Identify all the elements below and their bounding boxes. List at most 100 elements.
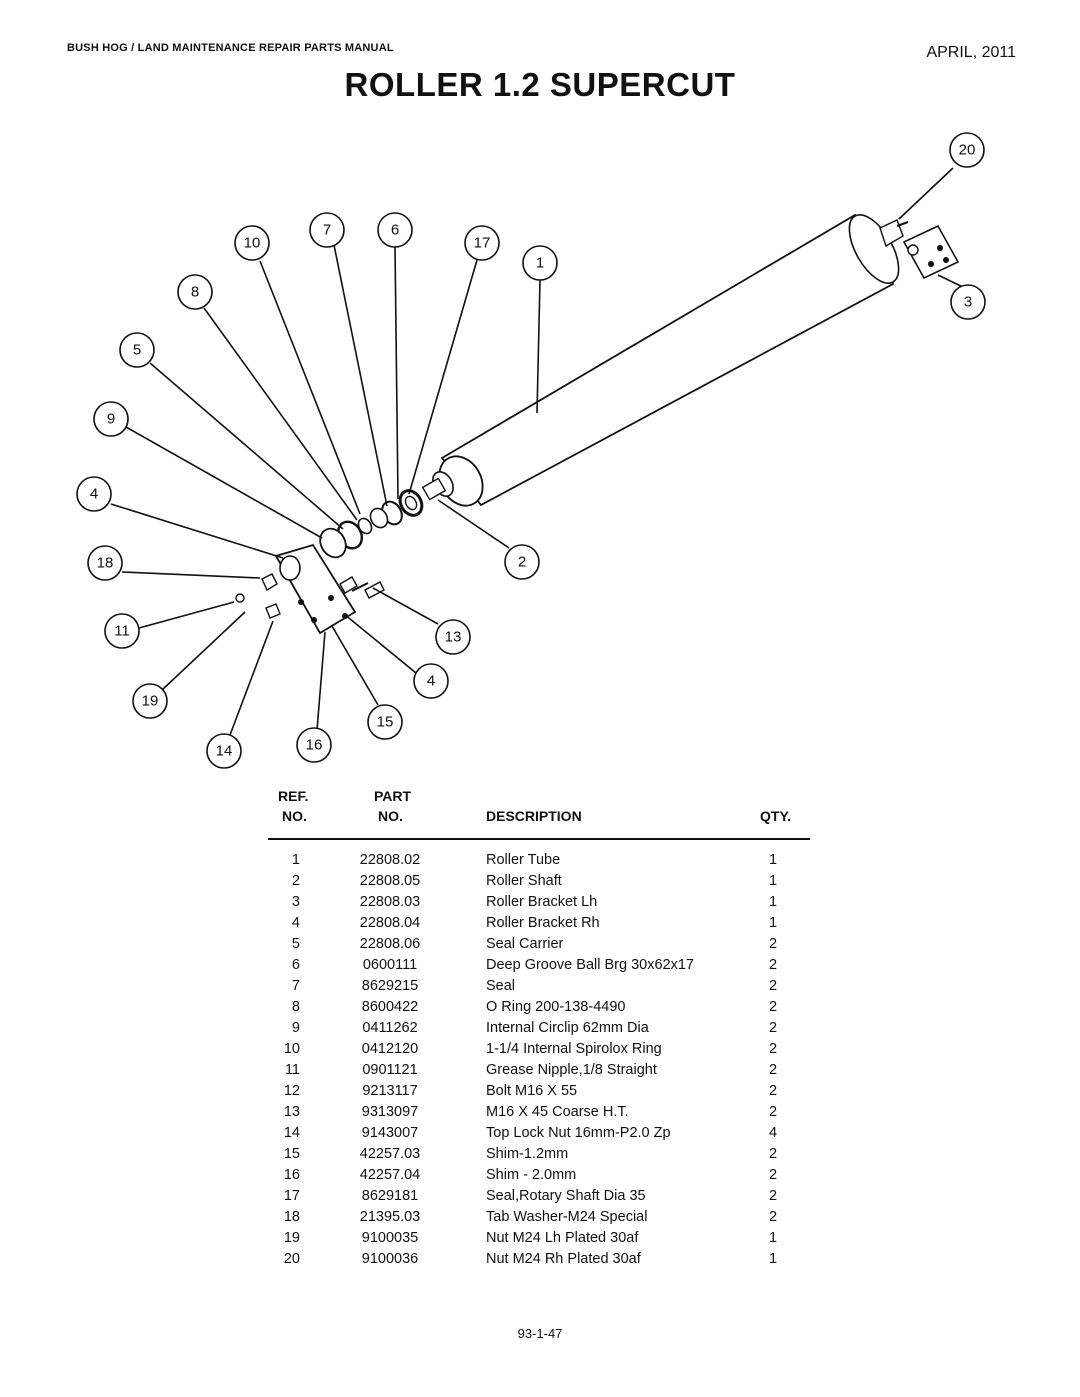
part-number-cell: 42257.04 — [359, 1167, 421, 1183]
qty-cell: 1 — [768, 1251, 778, 1267]
left-bracket-drawing — [235, 543, 385, 635]
ref-cell: 6 — [291, 957, 300, 973]
ref-cell: 3 — [291, 894, 300, 910]
callout-11: 11 — [104, 613, 140, 649]
description-cell: O Ring 200-138-4490 — [486, 999, 626, 1015]
description-cell: 1-1/4 Internal Spirolox Ring — [486, 1041, 662, 1057]
callout-3: 3 — [950, 284, 986, 320]
qty-cell: 2 — [768, 1167, 778, 1183]
ref-cell: 5 — [291, 936, 300, 952]
callout-9: 9 — [93, 401, 129, 437]
qty-cell: 2 — [768, 999, 778, 1015]
part-number-cell: 42257.03 — [359, 1146, 421, 1162]
ref-cell: 10 — [283, 1041, 300, 1057]
part-number-cell: 9313097 — [361, 1104, 419, 1120]
qty-header: QTY. — [760, 808, 792, 824]
svg-text:6: 6 — [391, 222, 399, 239]
callouts: 20 10 7 6 17 1 8 3 5 9 4 18 2 11 13 4 19… — [76, 132, 986, 769]
ref-cell: 11 — [284, 1062, 300, 1078]
ref-header-line1: REF. — [278, 788, 309, 804]
description-cell: Roller Bracket Lh — [486, 894, 598, 910]
description-cell: Top Lock Nut 16mm-P2.0 Zp — [486, 1125, 671, 1141]
svg-text:14: 14 — [216, 743, 233, 760]
ref-cell: 1 — [291, 852, 300, 868]
callout-7: 7 — [309, 212, 345, 248]
description-cell: Grease Nipple,1/8 Straight — [486, 1062, 657, 1078]
svg-text:20: 20 — [959, 142, 976, 159]
svg-text:18: 18 — [97, 555, 114, 572]
svg-text:5: 5 — [133, 342, 141, 359]
ref-cell: 8 — [291, 999, 300, 1015]
part-number-cell: 22808.05 — [359, 873, 421, 889]
part-number-cell: 0901121 — [362, 1062, 418, 1078]
description-header: DESCRIPTION — [486, 808, 582, 824]
ref-cell: 4 — [291, 915, 300, 931]
qty-cell: 1 — [768, 1230, 778, 1246]
svg-text:2: 2 — [518, 554, 526, 571]
ref-cell: 12 — [283, 1083, 300, 1099]
callout-10: 10 — [234, 225, 270, 261]
description-cell: Seal — [486, 978, 516, 994]
exploded-parts-diagram: 20 10 7 6 17 1 8 3 5 9 4 18 2 11 13 4 19… — [76, 132, 986, 769]
svg-text:4: 4 — [427, 673, 435, 690]
qty-cell: 2 — [768, 978, 778, 994]
ref-cell: 15 — [283, 1146, 300, 1162]
callout-20: 20 — [949, 132, 985, 168]
callout-13: 13 — [435, 619, 471, 655]
callout-4a: 4 — [76, 476, 112, 512]
table-header: REF. NO. PART NO. DESCRIPTION QTY. — [268, 786, 810, 840]
callout-4b: 4 — [413, 663, 449, 699]
qty-cell: 2 — [768, 1083, 778, 1099]
svg-text:17: 17 — [474, 235, 491, 252]
description-cell: Nut M24 Lh Plated 30af — [486, 1230, 639, 1246]
callout-17: 17 — [464, 225, 500, 261]
ref-cell: 2 — [291, 873, 300, 889]
part-number-cell: 9143007 — [361, 1125, 419, 1141]
part-number-cell: 22808.04 — [359, 915, 421, 931]
description-cell: Roller Tube — [486, 852, 561, 868]
roller-tube-drawing — [421, 213, 909, 507]
ref-cell: 13 — [283, 1104, 300, 1120]
ref-cell: 14 — [283, 1125, 300, 1141]
callout-8: 8 — [177, 274, 213, 310]
qty-cell: 2 — [768, 1041, 778, 1057]
callout-18: 18 — [87, 545, 123, 581]
svg-text:9: 9 — [107, 411, 115, 428]
part-number-cell: 9213117 — [362, 1083, 418, 1099]
part-number-cell: 0411262 — [362, 1020, 418, 1036]
description-cell: Roller Bracket Rh — [486, 915, 600, 931]
part-number-cell: 9100036 — [361, 1251, 419, 1267]
table-row: 8 8600422 O Ring 200-138-4490 2 — [268, 999, 810, 1020]
callout-14: 14 — [206, 733, 242, 769]
part-number-cell: 8629215 — [361, 978, 419, 994]
callout-1: 1 — [522, 245, 558, 281]
ref-cell: 7 — [291, 978, 300, 994]
callout-15: 15 — [367, 704, 403, 740]
svg-text:7: 7 — [323, 222, 331, 239]
part-number-cell: 8600422 — [361, 999, 419, 1015]
description-cell: Roller Shaft — [486, 873, 562, 889]
svg-text:3: 3 — [964, 294, 972, 311]
qty-cell: 1 — [768, 894, 778, 910]
part-header-line2: NO. — [378, 808, 403, 824]
svg-text:16: 16 — [306, 737, 323, 754]
ref-cell: 20 — [283, 1251, 300, 1267]
svg-text:13: 13 — [445, 629, 462, 646]
svg-text:15: 15 — [377, 714, 394, 731]
